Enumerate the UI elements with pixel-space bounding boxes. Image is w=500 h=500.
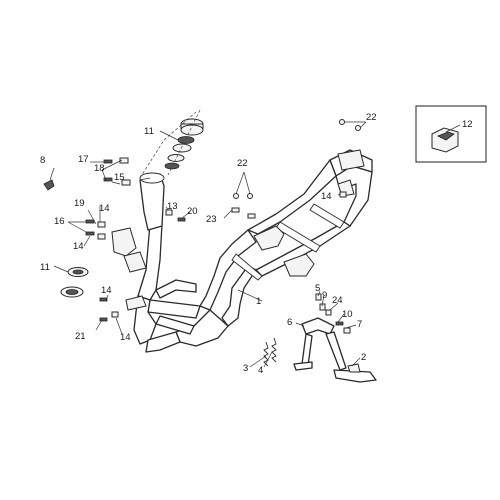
stand-springs	[263, 337, 277, 367]
callout-labels: 1 2 3 4 5 6 7 8 9 10 11 11 12 13 14 14 1…	[40, 112, 473, 376]
label-14-c: 14	[101, 285, 112, 296]
label-8: 8	[40, 155, 45, 166]
label-11-upper: 11	[144, 126, 154, 137]
label-11-lower: 11	[40, 262, 50, 273]
label-5: 5	[315, 283, 320, 294]
label-4: 4	[258, 365, 263, 376]
label-15: 15	[114, 172, 125, 183]
label-6: 6	[287, 317, 292, 328]
label-12: 12	[462, 119, 473, 130]
label-9: 9	[322, 290, 327, 301]
label-7: 7	[357, 319, 362, 330]
label-24: 24	[332, 295, 343, 306]
label-18: 18	[94, 163, 105, 174]
label-14-b: 14	[73, 241, 84, 252]
label-10: 10	[342, 309, 353, 320]
label-21: 21	[75, 331, 86, 342]
label-14-e: 14	[321, 191, 332, 202]
steering-bearing-stack-lower	[60, 267, 89, 298]
label-19: 19	[74, 198, 85, 209]
part-12-inset	[415, 105, 487, 163]
main-frame	[111, 149, 373, 353]
clip-part-8	[43, 179, 55, 191]
label-3: 3	[243, 363, 248, 374]
label-1: 1	[256, 296, 261, 307]
label-20: 20	[187, 206, 198, 217]
label-14-a: 14	[99, 203, 110, 214]
label-16: 16	[54, 216, 65, 227]
label-22-right: 22	[366, 112, 377, 123]
label-14-d: 14	[120, 332, 131, 343]
label-13: 13	[167, 201, 178, 212]
label-17: 17	[78, 154, 89, 165]
hardware-bolts	[85, 119, 361, 334]
label-23: 23	[206, 214, 217, 225]
label-2: 2	[361, 352, 366, 363]
center-stand	[293, 317, 377, 383]
label-22-center: 22	[237, 158, 248, 169]
steering-bearing-stack-upper	[139, 109, 204, 179]
leader-lines	[49, 121, 461, 368]
